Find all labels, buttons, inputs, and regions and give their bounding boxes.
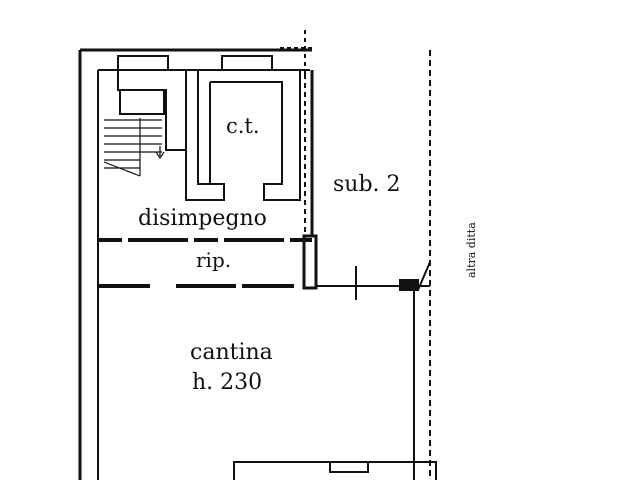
bottom-window: [329, 461, 369, 473]
rip-wall-stub: [302, 234, 318, 290]
cantina-door-jamb: [399, 279, 419, 291]
room-label-disimpegno: disimpegno: [138, 206, 267, 231]
room-label-cantina: cantina: [190, 340, 273, 365]
ct-room-wall-right: [281, 70, 301, 200]
stair-rail-diag: [103, 161, 141, 177]
room-label-sub2: sub. 2: [333, 172, 401, 197]
room-label-ct: c.t.: [226, 114, 260, 138]
neighbor-label: altra ditta: [465, 222, 478, 278]
stair-inner-box: [119, 89, 165, 115]
room-height-label: h. 230: [192, 370, 263, 395]
room-label-rip: rip.: [196, 248, 232, 272]
window-right: [221, 55, 273, 70]
stair-steps: [103, 118, 165, 177]
stair-arrow: [155, 146, 165, 160]
cantina-corner: [417, 261, 431, 291]
stair-enclosure: [98, 69, 187, 151]
window-left: [117, 55, 169, 70]
ct-room-outer: [185, 69, 225, 201]
